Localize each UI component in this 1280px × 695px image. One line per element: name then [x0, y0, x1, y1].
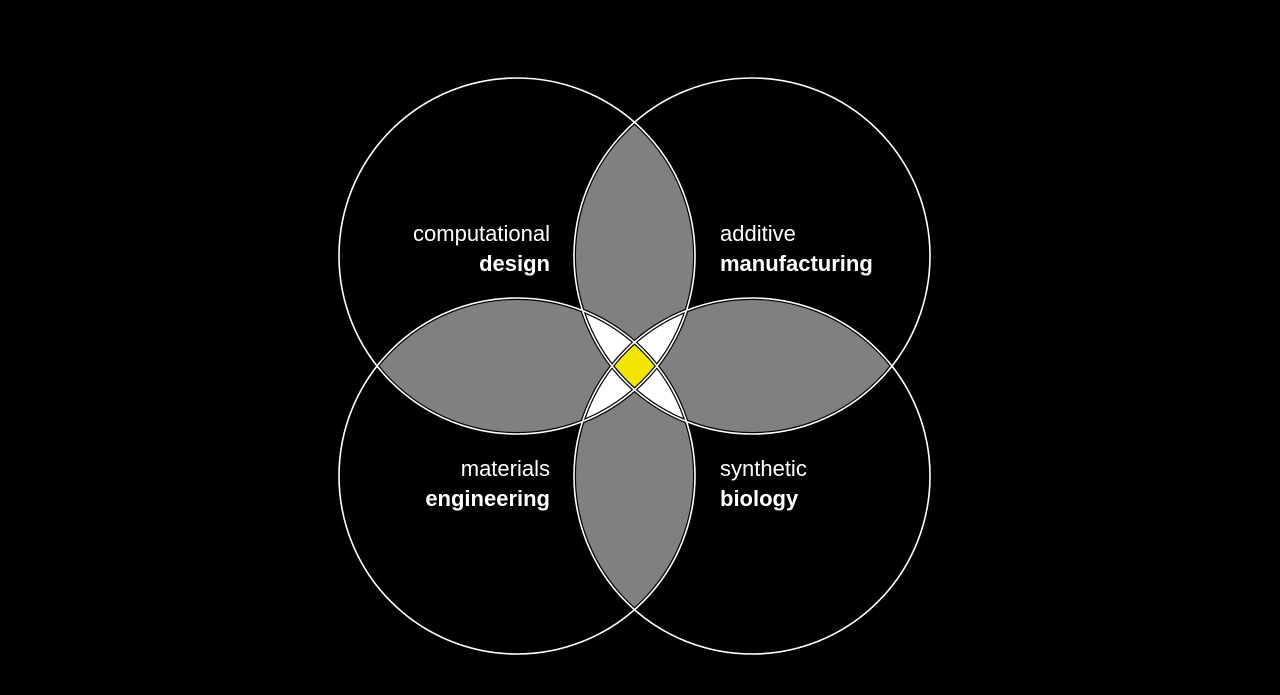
circle-tr-outline — [573, 77, 931, 435]
label-computational-line1: computational — [413, 221, 550, 246]
label-synthetic-line1: synthetic — [720, 456, 807, 481]
circle-tl-outline — [338, 77, 696, 435]
label-additive-line2: manufacturing — [720, 251, 873, 276]
circle-br-outline — [573, 297, 931, 655]
label-materials-line2: engineering — [425, 486, 550, 511]
label-materials-engineering: materials engineering — [300, 454, 550, 514]
label-additive-manufacturing: additive manufacturing — [720, 219, 970, 279]
label-materials-line1: materials — [460, 456, 550, 481]
label-additive-line1: additive — [720, 221, 796, 246]
label-computational-line2: design — [479, 251, 550, 276]
label-synthetic-line2: biology — [720, 486, 799, 511]
label-computational-design: computational design — [300, 219, 550, 279]
circle-bl-outline — [338, 297, 696, 655]
label-synthetic-biology: synthetic biology — [720, 454, 970, 514]
